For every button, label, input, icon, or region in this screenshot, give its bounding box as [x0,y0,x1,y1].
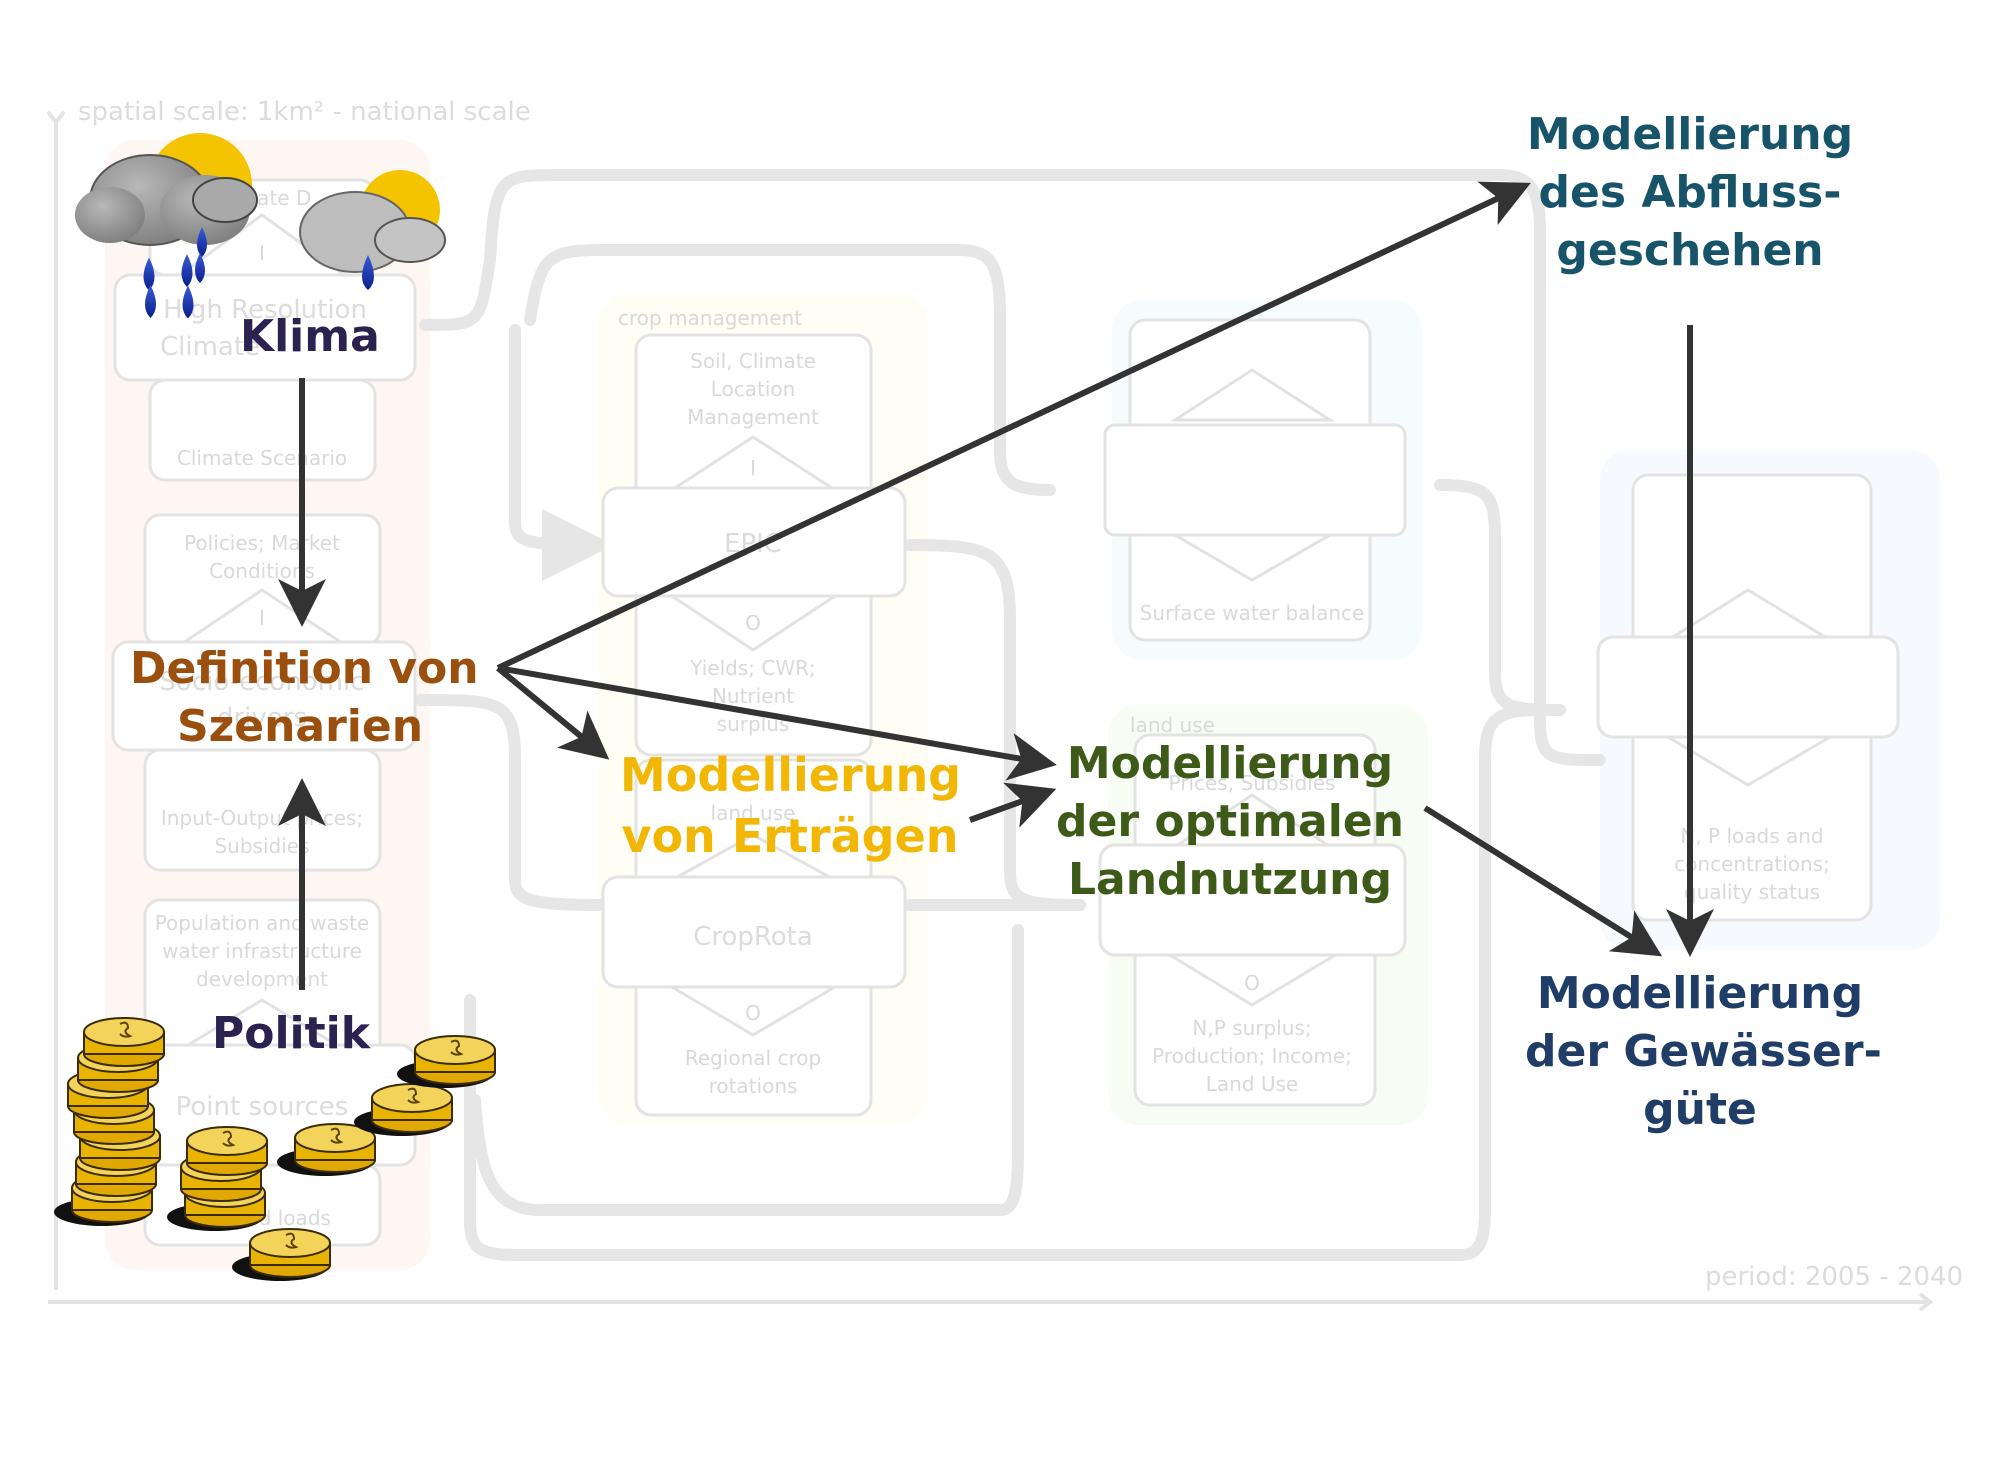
flow-arrows [278,181,1714,990]
period-label: period: 2005 - 2040 [1705,1262,1963,1292]
label-politik-text: Politik [212,1008,371,1059]
socioeconomic-module: Policies; Market Conditions I Socio-econ… [111,513,417,872]
spatial-scale-label: spatial scale: 1km² - national scale [78,97,531,127]
svg-text:N,P surplus;: N,P surplus; [1192,1016,1311,1040]
svg-text:O: O [1244,971,1260,995]
svg-text:concentrations;: concentrations; [1674,852,1830,876]
svg-text:I: I [259,606,265,630]
svg-text:Socio-economic: Socio-economic [159,667,364,697]
coin-portrait [407,1087,421,1104]
label-politik: Politik [212,1005,370,1063]
svg-text:High Resolution: High Resolution [163,295,367,325]
svg-text:Climate: Climate [160,332,260,362]
croprota-module: land use CropRota O Regional crop rotati… [601,758,907,1117]
label-klima: Klima [240,308,380,366]
label-abfluss-line3: geschehen [1556,225,1824,277]
coin-face [186,1126,268,1156]
flow-pipes [414,169,1606,1261]
coin-face [249,1228,331,1258]
svg-text:Subsidies: Subsidies [214,834,309,858]
svg-text:Surface water balance: Surface water balance [1140,601,1365,625]
coin-face [294,1123,376,1153]
label-szenarien-line1: Definition von [130,643,479,694]
group-label-crop-management: crop management [618,306,802,330]
label-modellierung-abfluss: Modellierung des Abfluss- geschehen [1520,106,1860,280]
coin-portrait [285,1232,299,1249]
label-szenarien-line2: Szenarien [176,701,424,753]
svg-text:Regional crop: Regional crop [685,1046,821,1070]
svg-text:Point sources: Point sources [176,1092,349,1122]
svg-text:Nutrient: Nutrient [712,684,794,708]
label-abfluss-line2: des Abfluss- [1538,167,1842,219]
svg-text:Prices, Subsidies: Prices, Subsidies [1169,771,1336,795]
coin-portrait [330,1127,344,1144]
svg-text:Input-Output prices;: Input-Output prices; [161,806,363,830]
light-rain-cloud-icon [299,170,446,290]
label-landnutzung-line3: Landnutzung [1068,854,1392,906]
svg-text:water infrastructure: water infrastructure [162,939,362,963]
label-ertraege-line1: Modellierung [620,748,962,802]
label-modellierung-gewaesser: Modellierung der Gewässer- güte [1525,965,1882,1139]
coin-portrait [222,1130,236,1147]
svg-text:O: O [745,611,761,635]
period-axis: period: 2005 - 2040 [48,1262,1963,1312]
svg-text:drivers: drivers [217,703,307,733]
coin-portrait [450,1039,464,1056]
coin-face [83,1017,165,1047]
label-ertraege-line2: von Erträgen [621,808,959,863]
arrow-ertraege-to-landnutzung [968,782,1057,828]
svg-text:Production; Income;: Production; Income; [1152,1044,1352,1068]
svg-text:Yields; CWR;: Yields; CWR; [689,656,816,680]
epic-module: Soil, Climate Location Management I EPIC… [601,333,907,757]
label-gewaesser-line1: Modellierung [1536,968,1864,1019]
spatial-scale-axis: spatial scale: 1km² - national scale [46,97,531,1290]
label-gewaesser-line3: güte [1643,1084,1757,1136]
svg-text:N, P loads and: N, P loads and [1680,824,1823,848]
svg-text:Location: Location [711,377,796,401]
svg-text:Land Use: Land Use [1206,1072,1299,1096]
svg-text:Population and waste: Population and waste [155,911,370,935]
svg-text:Soil, Climate: Soil, Climate [690,349,816,373]
label-gewaesser-line2: der Gewässer- [1525,1026,1882,1078]
group-label-land-use: land use [1130,713,1215,737]
label-abfluss-line1: Modellierung [1526,109,1854,160]
svg-text:land use: land use [711,801,796,825]
label-modellierung-landnutzung: Modellierung der optimalen Landnutzung [1055,735,1405,909]
water-quality-module: N, P loads and concentrations; quality s… [1596,473,1900,922]
label-landnutzung-line2: der optimalen [1056,796,1404,848]
svg-text:quality status: quality status [1684,880,1820,904]
svg-text:O: O [745,1001,761,1025]
arrow-szenarien-to-landnutzung [497,665,1057,781]
svg-text:CropRota: CropRota [693,922,813,952]
svg-text:rotations: rotations [709,1074,798,1098]
hydrology-module: Surface water balance [1103,318,1407,642]
svg-text:I: I [750,456,756,480]
svg-text:Management: Management [687,405,819,429]
land-use-module: Prices, Subsidies O N,P surplus; Product… [1098,733,1407,1107]
coin-face [414,1035,496,1065]
coin-portrait [119,1021,133,1038]
svg-text:development: development [196,967,328,991]
svg-text:Climate Scenario: Climate Scenario [177,446,347,470]
gold-coins-icon [54,1017,496,1281]
svg-text:I: I [259,241,265,265]
label-modellierung-ertraege: Modellierung von Erträgen [620,745,962,866]
label-landnutzung-line1: Modellierung [1066,738,1394,789]
heavy-rain-cloud-icon [75,133,258,319]
arrow-szenarien-to-ertraege [496,665,610,760]
label-klima-text: Klima [240,311,380,362]
arrow-szenarien-to-abfluss [496,181,1531,671]
arrow-landnutzung-to-gewaesser [1423,805,1663,957]
svg-text:Policies; Market: Policies; Market [184,531,340,555]
label-definition-szenarien: Definition von Szenarien [130,640,479,756]
